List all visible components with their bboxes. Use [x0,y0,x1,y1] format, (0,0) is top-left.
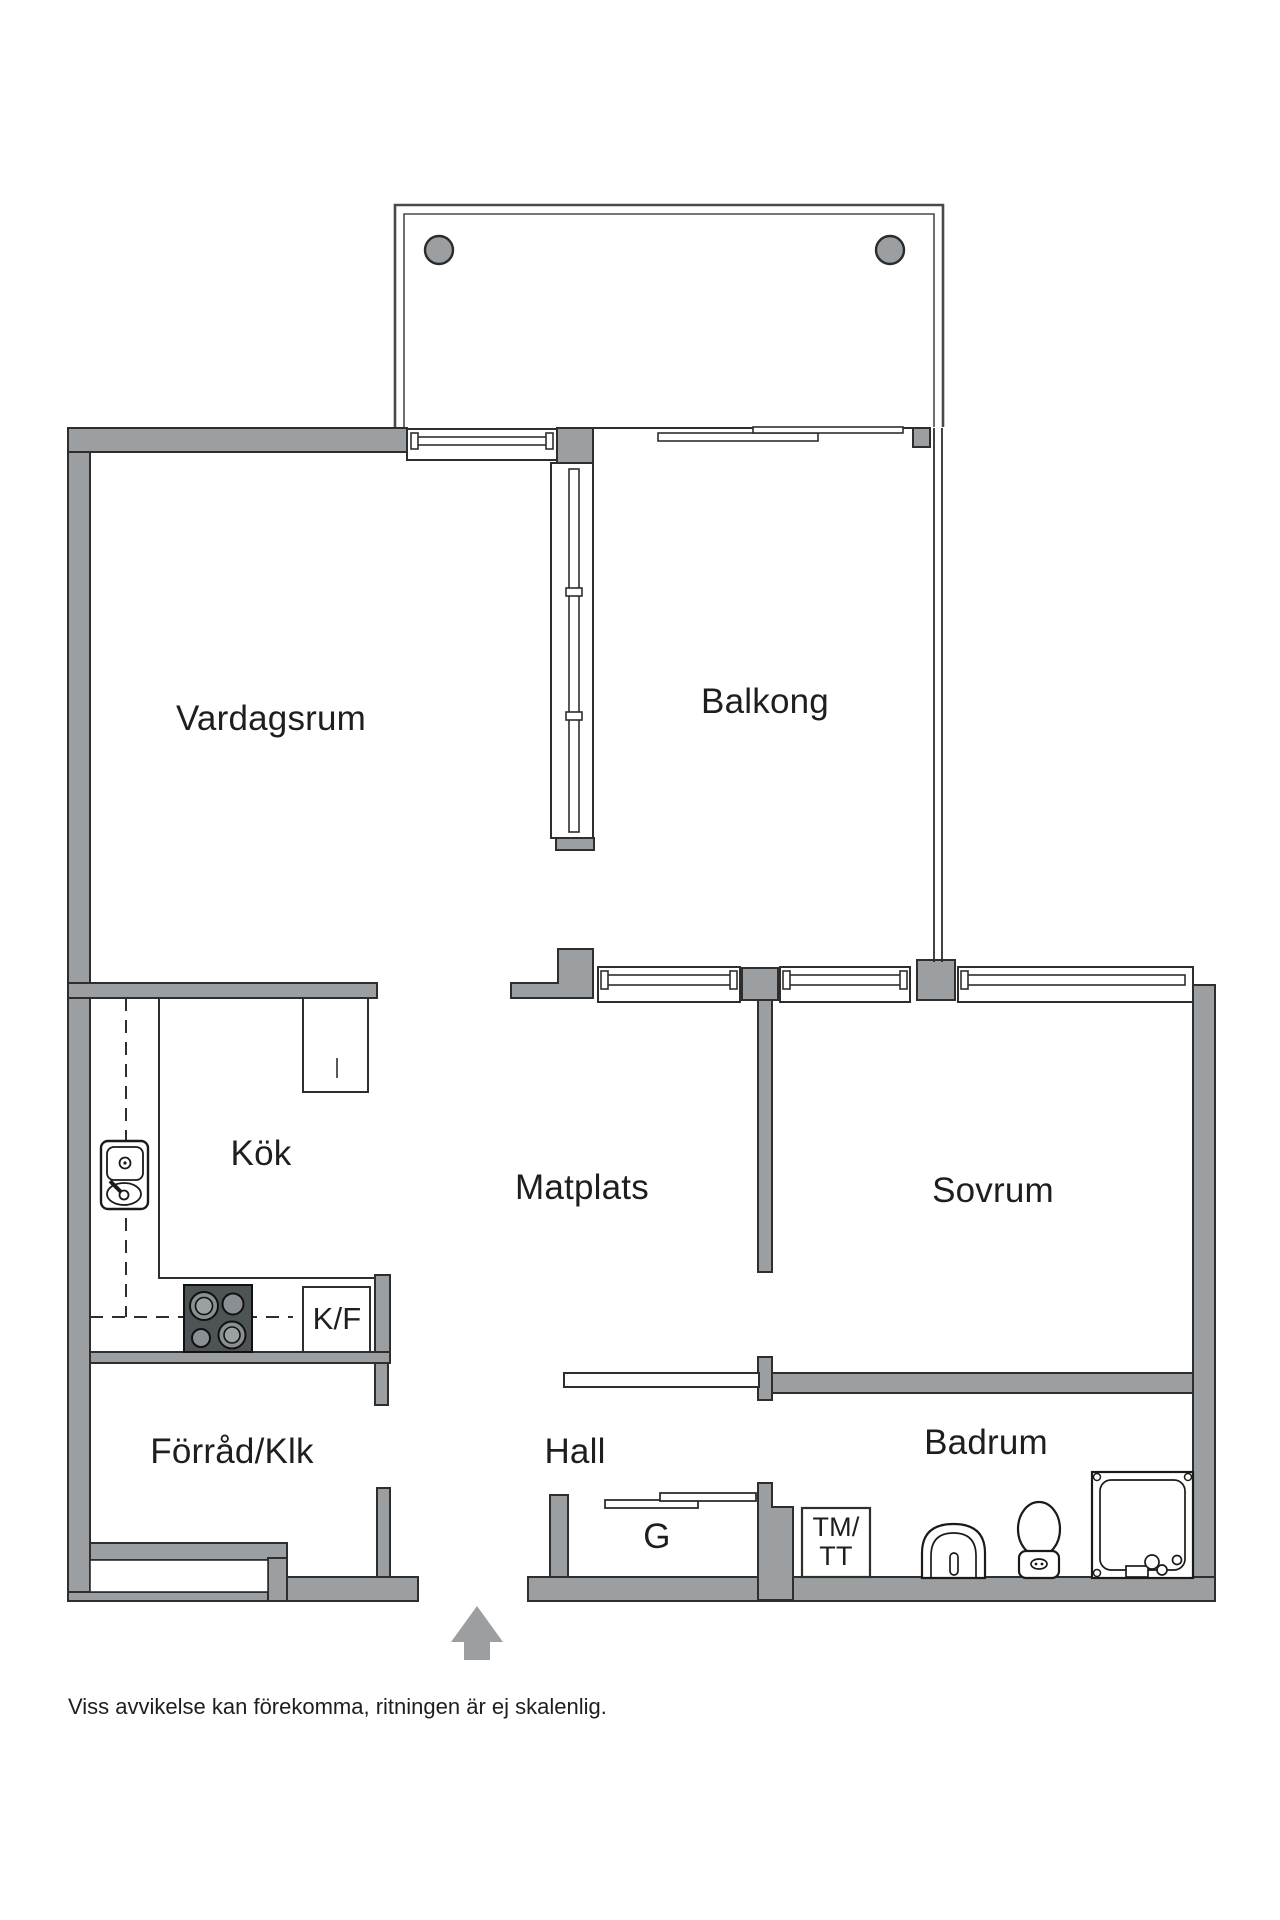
window-matplats-1 [597,966,741,1003]
room-label-sovrum: Sovrum [932,1171,1054,1210]
wall-forrad-bottom [89,1542,288,1561]
disclaimer-text: Viss avvikelse kan förekomma, ritningen … [68,1694,607,1719]
hall-fixtures [89,1372,872,1593]
window-vardagsrum-top [406,428,558,461]
pillar-icon [423,234,455,266]
wall-entry-left [286,1576,419,1602]
wall-window-foot [555,837,595,851]
wall-balcony-corner [912,427,931,448]
wall-step-block [267,1557,288,1602]
stove-icon [183,1284,253,1353]
room-label-vardagsrum: Vardagsrum [175,699,367,738]
wall-kf-stub [374,1274,391,1353]
wall-kok-bottom [89,1351,391,1364]
room-label-badrum: Badrum [924,1423,1048,1462]
sliding-door [563,1372,760,1388]
wall-matplats-sovrum [757,999,773,1273]
washer-dryer-box [800,1506,872,1579]
wall-g-stub [549,1494,569,1578]
sink-icon [99,1139,150,1211]
wall-top [67,427,408,453]
room-label-balkong: Balkong [701,682,829,721]
shower-icon [1090,1470,1195,1580]
wall-pier [741,967,779,1001]
room-label-forrad: Förråd/Klk [150,1432,314,1471]
room-label-kok: Kök [230,1134,292,1173]
wall-forrad-right-upper [374,1362,389,1406]
pillar-icon [874,234,906,266]
wall-badrum-left [757,1482,794,1601]
washer-dryer-label: TM/ TT [812,1511,860,1571]
window-matplats-2 [779,966,911,1003]
wall-forrad-right-lower [376,1487,391,1579]
toilet-icon [1016,1500,1062,1580]
counter-edge [158,998,375,1279]
wall-pier [916,959,956,1001]
window-sovrum [957,966,1194,1003]
kitchen-fixtures [90,997,375,1353]
wall-left [67,427,91,1602]
windows [406,426,1194,1003]
wardrobe-sliding-doors [604,1492,757,1509]
room-label-hall: Hall [544,1432,606,1471]
wall-bottom-left [67,1591,269,1602]
washbasin-icon [920,1522,987,1580]
bottom-gap-box [89,1559,269,1593]
wall-sovrum-badrum [771,1372,1194,1394]
fridge-freezer-label: K/F [312,1301,362,1336]
room-label-matplats: Matplats [515,1168,649,1207]
wall-balcony-pillar [510,948,594,999]
wall-bottom-right [527,1576,1216,1602]
wardrobe-label: G [643,1517,671,1556]
cabinet-box [302,997,369,1093]
bathroom-fixtures [920,1470,1195,1580]
balcony-railing [593,426,943,962]
wall-right [1192,984,1216,1602]
entrance-arrow-icon [451,1606,503,1660]
wall-block [757,1356,773,1401]
fridge-freezer-box [302,1286,371,1353]
upper-terrace-outline [393,203,945,427]
walls [67,427,1216,1602]
window-vardagsrum-balkong [550,462,594,839]
wall-vardagsrum-kok [67,982,378,999]
